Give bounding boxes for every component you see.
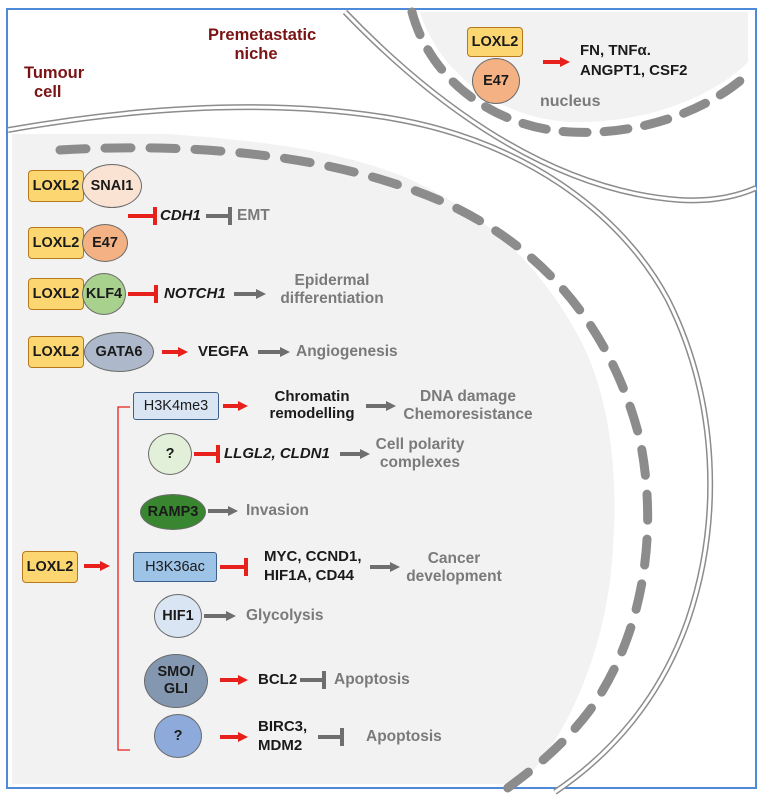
- loxl2-snai1-box: LOXL2: [28, 170, 84, 202]
- chromatin-remodelling-label: Chromatin remodelling: [269, 388, 355, 423]
- bcl2-label: BCL2: [258, 671, 298, 688]
- niche-nuclear-envelope: [407, 7, 757, 137]
- unknown-regulator-1-ellipse: ?: [148, 433, 192, 475]
- apoptosis-label-2: Apoptosis: [366, 728, 442, 745]
- emt-label: EMT: [237, 207, 270, 224]
- smo-gli-ellipse: SMO/ GLI: [144, 654, 208, 708]
- cdh1-label: CDH1: [160, 207, 201, 224]
- birc3-mdm2-label: BIRC3, MDM2: [258, 718, 308, 755]
- loxl2-klf4-box: LOXL2: [28, 278, 84, 310]
- unknown-regulator-2-ellipse: ?: [154, 714, 202, 758]
- nucleus-label: nucleus: [540, 93, 601, 110]
- loxl2-gata6-box: LOXL2: [28, 336, 84, 368]
- loxl2-e47-box: LOXL2: [28, 227, 84, 259]
- tumour-cell-label: Tumour cell: [24, 64, 85, 101]
- dna-damage-label: DNA damage Chemoresistance: [403, 388, 533, 423]
- hub-bracket: [117, 406, 130, 751]
- cancer-development-label: Cancer development: [406, 550, 502, 585]
- apoptosis-label-1: Apoptosis: [334, 671, 410, 688]
- angiogenesis-label: Angiogenesis: [296, 343, 398, 360]
- vegfa-label: VEGFA: [198, 343, 249, 360]
- e47-ellipse: E47: [82, 224, 128, 262]
- cell-polarity-label: Cell polarity complexes: [375, 436, 465, 471]
- loxl2-hub-box: LOXL2: [22, 551, 78, 583]
- epidermal-differentiation-label: Epidermal differentiation: [280, 272, 384, 307]
- hif1-ellipse: HIF1: [154, 594, 202, 638]
- myc-targets-label: MYC, CCND1, HIF1A, CD44: [264, 548, 362, 585]
- notch1-label: NOTCH1: [164, 285, 226, 302]
- h3k4me3-box: H3K4me3: [133, 392, 219, 420]
- ramp3-ellipse: RAMP3: [140, 494, 206, 530]
- niche-targets: FN, TNFα. ANGPT1, CSF2: [580, 42, 688, 80]
- invasion-label: Invasion: [246, 502, 309, 519]
- tumour-nuclear-envelope: [55, 143, 653, 795]
- premetastatic-niche-label: Premetastatic niche: [208, 26, 317, 63]
- snai1-ellipse: SNAI1: [82, 164, 142, 208]
- gata6-ellipse: GATA6: [84, 332, 154, 372]
- glycolysis-label: Glycolysis: [246, 607, 324, 624]
- klf4-ellipse: KLF4: [82, 273, 126, 315]
- niche-loxl2-box: LOXL2: [467, 27, 523, 57]
- h3k36ac-box: H3K36ac: [133, 552, 217, 582]
- llgl2-cldn1-label: LLGL2, CLDN1: [224, 445, 330, 462]
- niche-e47-ellipse: E47: [472, 58, 520, 104]
